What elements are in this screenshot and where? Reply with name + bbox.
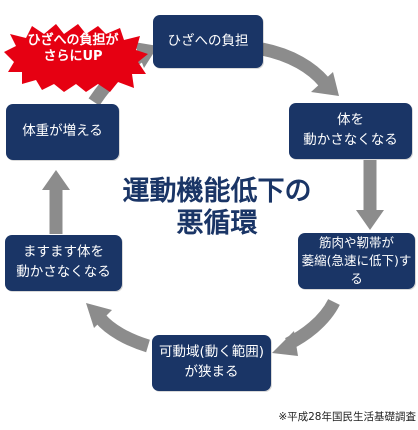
node-muscle-ligament: 筋肉や靭帯が 萎縮(急速に低下)する bbox=[298, 233, 415, 289]
arrow-muscle-to-range-head bbox=[272, 331, 298, 356]
arrow-range-to-mobility-head bbox=[86, 303, 112, 328]
arrow-mobility-to-muscle-head bbox=[356, 210, 384, 230]
node-range-narrows-label: 可動域(動く範囲) が狭まる bbox=[158, 344, 265, 380]
callout-text: ひざへの負担が さらにUP bbox=[27, 33, 119, 65]
node-less-mobile-label: 体を 動かさなくなる bbox=[303, 112, 398, 148]
diagram-title: 運動機能低下の 悪循環 bbox=[122, 176, 312, 239]
node-even-less-mobile: ますます体を 動かさなくなる bbox=[5, 235, 122, 291]
node-less-mobile: 体を 動かさなくなる bbox=[289, 103, 412, 159]
callout-burst bbox=[4, 24, 148, 92]
node-knee-burden: ひざへの負担 bbox=[153, 15, 263, 68]
node-range-narrows: 可動域(動く範囲) が狭まる bbox=[152, 335, 271, 391]
node-weight-gain: 体重が増える bbox=[6, 104, 119, 160]
footnote: ※平成28年国民生活基礎調査 bbox=[278, 411, 416, 423]
arrow-range-to-mobility bbox=[95, 313, 150, 353]
node-even-less-mobile-label: ますます体を 動かさなくなる bbox=[16, 244, 111, 280]
arrow-knee-to-mobility-head bbox=[311, 72, 339, 96]
node-knee-burden-label: ひざへの負担 bbox=[167, 32, 249, 49]
node-muscle-ligament-label: 筋肉や靭帯が 萎縮(急速に低下)する bbox=[301, 234, 412, 287]
node-weight-gain-label: 体重が増える bbox=[22, 123, 103, 140]
arrow-mobility-to-weight-head bbox=[42, 170, 70, 190]
arrow-knee-to-mobility bbox=[260, 42, 329, 87]
